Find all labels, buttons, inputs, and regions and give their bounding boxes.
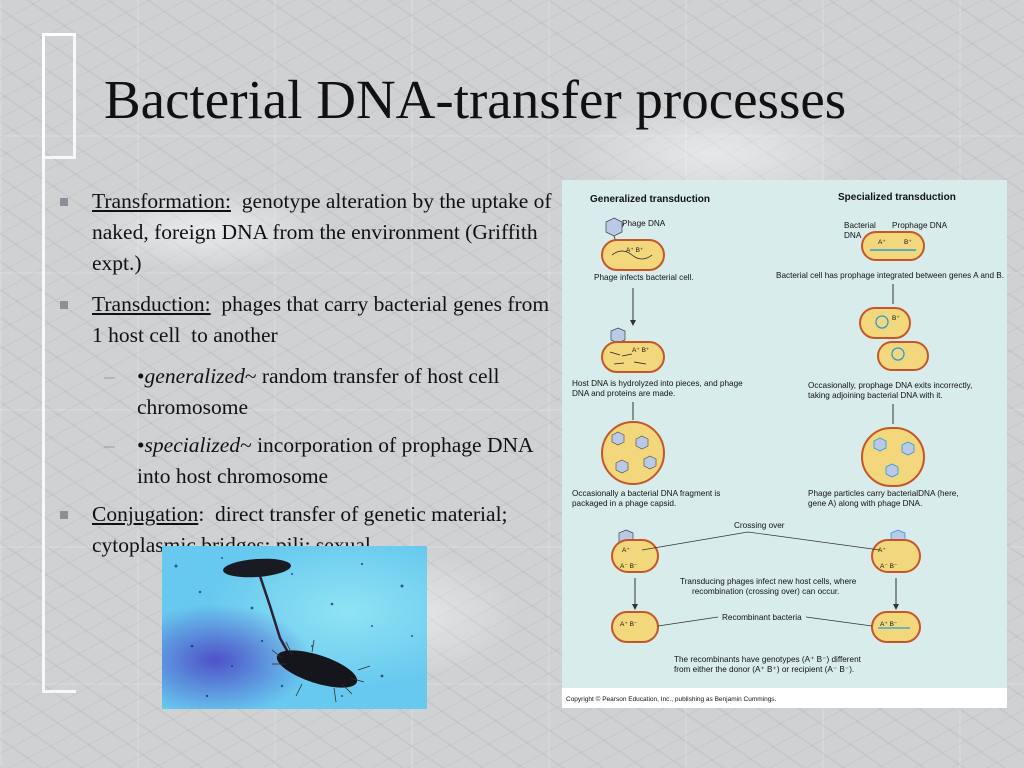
bacterial-cell-2 [601,341,665,373]
subbullet-text: ~ random transfer of host cell chromosom… [137,364,500,419]
caption-2-right-a: Occasionally, prophage DNA exits incorre… [808,381,972,390]
subbullet-term: specialized [144,433,241,457]
gene-label: A⁺ B⁺ [632,347,650,354]
bullet-transduction: Transduction: phages that carry bacteria… [60,289,555,351]
caption-4-a: Transducing phages infect new host cells… [680,577,857,586]
slide-title: Bacterial DNA-transfer processes [104,69,847,130]
subbullet-marker: – [104,433,115,457]
specialized-cell-5 [871,539,921,573]
prophage-dna-label: Prophage DNA [892,221,948,230]
gene-label: A⁺ [622,547,630,554]
bacterial-dna-label-a: Bacterial [844,221,876,230]
subbullet-specialized: – •specialized~ incorporation of prophag… [60,430,555,492]
caption-3-right-a: Phage particles carry bacterialDNA (here… [808,489,959,498]
phage-head-icon [605,217,623,237]
bacterial-cell-3 [601,421,665,485]
conjugation-micrograph [162,546,427,709]
crossing-over-label: Crossing over [734,521,785,530]
specialized-cell-2 [859,307,911,339]
bullet-term: Transduction: [92,292,211,316]
bullet-term: Conjugation [92,502,199,526]
caption-2-right-b: taking adjoining bacterial DNA with it. [808,391,943,400]
subbullet-term: generalized [144,364,245,388]
subbullet-generalized: – •generalized~ random transfer of host … [60,361,555,423]
decor-frame-top [42,33,76,159]
phage-head-icon [610,327,626,344]
caption-4-b: recombination (crossing over) can occur. [692,587,839,596]
gene-label: A⁺ B⁺ [626,247,644,254]
gene-label: A⁺ B⁻ [880,621,898,628]
bullet-marker [60,301,68,309]
gene-label: A⁺ [878,239,886,246]
bullet-marker [60,511,68,519]
gene-label: A⁻ B⁻ [880,563,898,570]
specialized-cell-6 [871,611,921,643]
caption-2-left-b: DNA and proteins are made. [572,389,675,398]
subbullet-prefix: • [137,433,145,457]
gene-label: B⁺ [904,239,912,246]
caption-5-a: The recombinants have genotypes (A⁺ B⁻) … [674,655,862,664]
bacterial-cell-5 [611,611,659,643]
bacterial-cell-4 [611,539,659,573]
transduction-figure: Generalized transduction Specialized tra… [562,192,1007,708]
micrograph-image [174,557,413,703]
caption-3-left-a: Occasionally a bacterial DNA fragment is [572,489,720,498]
generalized-heading: Generalized transduction [590,194,710,205]
caption-1-left: Phage infects bacterial cell. [594,273,694,282]
transduction-diagram: Generalized transduction Specialized tra… [562,180,1007,708]
caption-3-left-b: packaged in a phage capsid. [572,499,676,508]
bacterial-cell-1 [601,239,665,271]
subbullet-marker: – [104,364,115,388]
bullet-text: phages that carry bacterial genes from 1… [92,292,555,347]
gene-label: A⁺ [878,547,886,554]
gene-label: B⁺ [892,315,900,322]
caption-3-right-b: gene A) along with phage DNA. [808,499,922,508]
subbullet-prefix: • [137,364,145,388]
caption-2-left-a: Host DNA is hydrolyzed into pieces, and … [572,379,743,388]
gene-label: A⁻ B⁻ [620,563,638,570]
subbullet-text: ~ incorporation of prophage DNA into hos… [137,433,533,488]
bacterial-dna-label-b: DNA [844,231,862,240]
specialized-cell-1 [861,231,925,261]
caption-5-b: from either the donor (A⁺ B⁺) or recipie… [674,665,854,674]
specialized-heading: Specialized transduction [838,192,956,203]
bullet-term: Transformation: [92,189,231,213]
bullet-text: genotype alteration by the uptake of nak… [92,189,557,275]
bullet-marker [60,198,68,206]
phage-dna-label: Phage DNA [622,219,666,228]
bullet-transformation: Transformation: genotype alteration by t… [60,186,555,279]
recombinant-label: Recombinant bacteria [722,613,802,622]
bullet-list: Transformation: genotype alteration by t… [60,186,555,571]
gene-label: A⁺ B⁻ [620,621,638,628]
caption-1-right: Bacterial cell has prophage integrated b… [776,271,1004,280]
copyright-notice: Copyright © Pearson Education, Inc., pub… [566,695,777,703]
specialized-cell-4 [861,427,925,487]
